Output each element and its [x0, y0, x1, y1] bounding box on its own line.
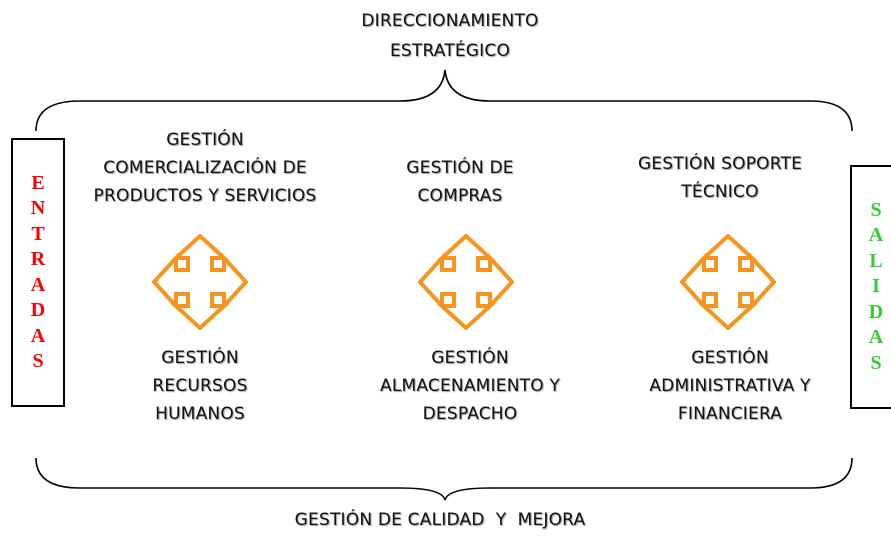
- process-compras: GESTIÓN DE COMPRAS: [370, 154, 550, 210]
- top-brace: [35, 69, 853, 132]
- salidas-letter: I: [872, 275, 880, 298]
- entradas-letter: A: [30, 324, 46, 347]
- salidas-letter: L: [869, 249, 883, 272]
- four-way-arrow-icon: [418, 234, 514, 330]
- process-line: GESTIÓN: [431, 348, 509, 368]
- entradas-letter: E: [31, 171, 45, 194]
- top-label: DIRECCIONAMIENTO ESTRATÉGICO: [330, 6, 570, 66]
- process-line: GESTIÓN: [161, 348, 239, 368]
- salidas-box: S A L I D A S: [850, 165, 891, 409]
- process-administrativa: GESTIÓN ADMINISTRATIVA Y FINANCIERA: [615, 344, 845, 428]
- salidas-letter: S: [870, 198, 882, 221]
- process-line: GESTIÓN SOPORTE: [637, 154, 803, 174]
- process-recursos-humanos: GESTIÓN RECURSOS HUMANOS: [120, 344, 280, 428]
- process-line: COMERCIALIZACIÓN DE: [103, 158, 307, 178]
- process-line: TÉCNICO: [681, 182, 759, 202]
- entradas-letter: S: [32, 350, 44, 372]
- process-line: RECURSOS: [152, 376, 248, 396]
- salidas-letter: A: [868, 224, 884, 247]
- salidas-letter: S: [870, 351, 882, 374]
- top-label-line: ESTRATÉGICO: [389, 41, 511, 61]
- entradas-letter: A: [30, 273, 46, 296]
- four-way-arrow-icon: [152, 234, 248, 330]
- process-line: ALMACENAMIENTO Y: [380, 376, 560, 396]
- process-almacenamiento: GESTIÓN ALMACENAMIENTO Y DESPACHO: [350, 344, 590, 428]
- salidas-letter: A: [868, 326, 884, 349]
- salidas-letter: D: [868, 300, 884, 323]
- process-line: PRODUCTOS Y SERVICIOS: [93, 186, 317, 206]
- process-line: DESPACHO: [422, 404, 518, 424]
- process-line: GESTIÓN DE: [406, 158, 514, 178]
- top-label-line: DIRECCIONAMIENTO: [361, 11, 539, 31]
- process-line: GESTIÓN: [166, 130, 244, 150]
- entradas-letter: N: [30, 197, 46, 219]
- process-line: COMPRAS: [417, 186, 503, 206]
- four-way-arrow-icon: [680, 234, 776, 330]
- entradas-box: E N T R A D A S: [11, 138, 65, 407]
- process-comercializacion: GESTIÓN COMERCIALIZACIÓN DE PRODUCTOS Y …: [70, 126, 340, 210]
- entradas-letter: R: [30, 248, 46, 270]
- process-line: HUMANOS: [155, 404, 245, 424]
- process-soporte-tecnico: GESTIÓN SOPORTE TÉCNICO: [610, 150, 830, 206]
- bottom-brace: [35, 457, 853, 501]
- process-line: ADMINISTRATIVA Y: [649, 376, 811, 396]
- bottom-label: GESTIÓN DE CALIDAD Y MEJORA: [294, 510, 586, 530]
- entradas-letter: D: [30, 299, 46, 321]
- process-line: FINANCIERA: [677, 404, 783, 424]
- entradas-letter: T: [31, 222, 45, 245]
- process-line: GESTIÓN: [691, 348, 769, 368]
